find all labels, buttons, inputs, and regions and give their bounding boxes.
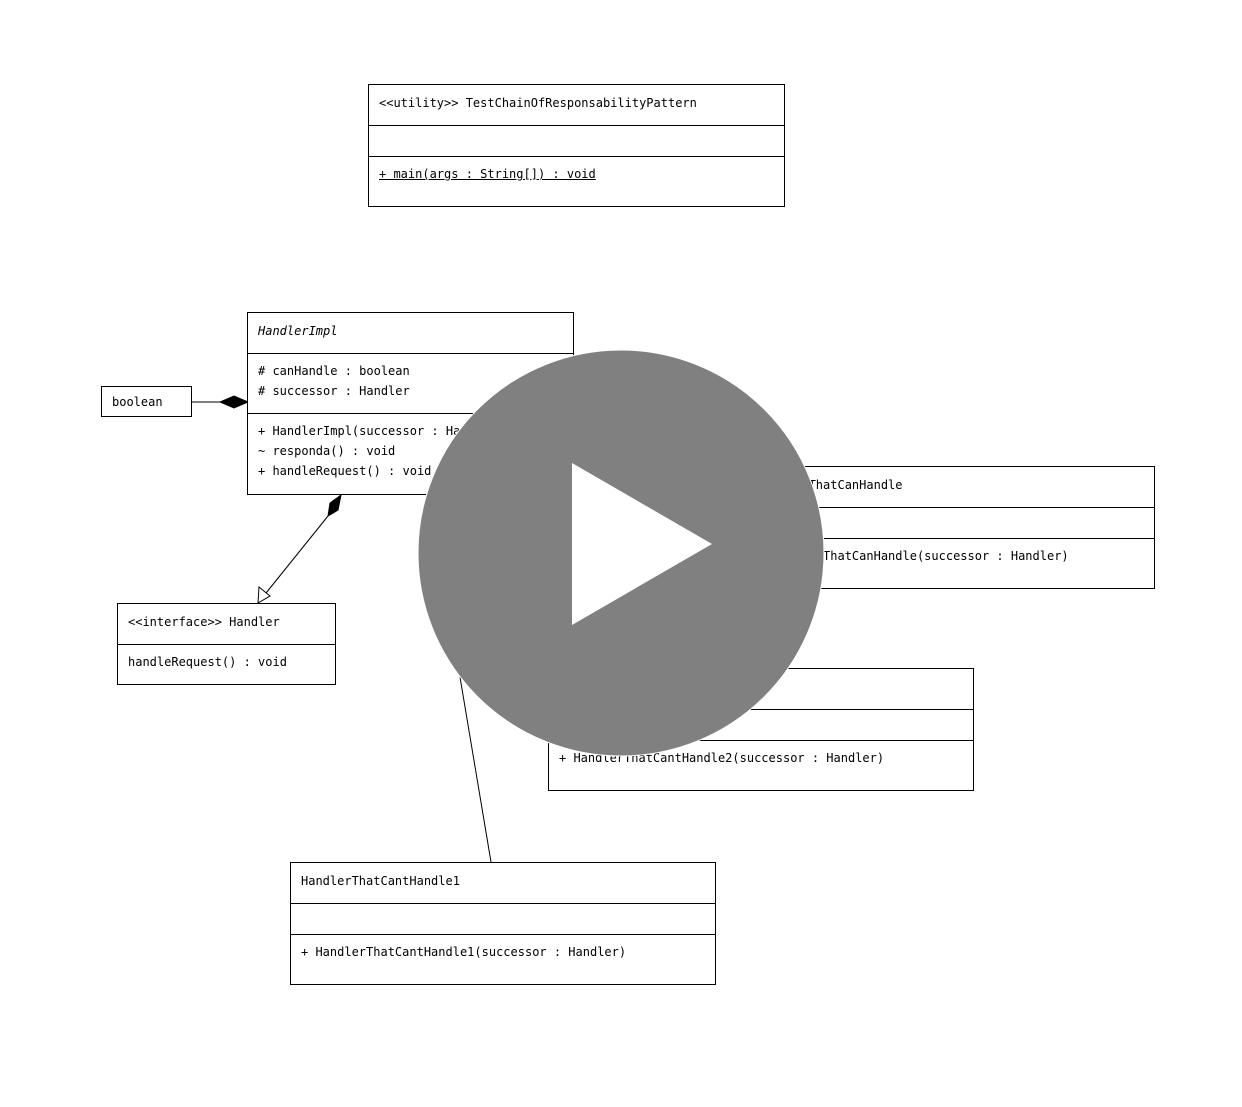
operation-constructor: + HandlerThatCanHandle(successor : Handl… xyxy=(758,549,1069,563)
operation-handlerequest: + handleRequest() : void xyxy=(258,464,432,478)
attributes-section xyxy=(549,710,973,741)
operation-constructor: + HandlerImpl(successor : Handler) xyxy=(258,424,504,438)
attributes-section xyxy=(369,126,784,157)
attribute-canhandle: # canHandle : boolean xyxy=(258,364,410,378)
operations-section: handleRequest() : void xyxy=(118,645,335,672)
attribute-successor: # successor : Handler xyxy=(258,384,410,398)
operations-section: + HandlerThatCanHandle(successor : Handl… xyxy=(748,539,1154,566)
operation-constructor: + HandlerThatCantHandle1(successor : Han… xyxy=(301,945,627,959)
operations-section: + main(args : String[]) : void xyxy=(369,157,784,184)
operations-section: + HandlerImpl(successor : Handler) ~ res… xyxy=(248,414,573,481)
operation-main: + main(args : String[]) : void xyxy=(379,167,596,181)
interface-handler: <<interface>> Handler handleRequest() : … xyxy=(117,603,336,685)
play-icon xyxy=(572,463,712,625)
attributes-section xyxy=(748,508,1154,539)
class-handler-that-cant-handle1: HandlerThatCantHandle1 + HandlerThatCant… xyxy=(290,862,716,985)
class-title: HandlerImpl xyxy=(258,324,338,338)
operations-section: + HandlerThatCantHandle1(successor : Han… xyxy=(291,935,715,962)
attributes-section: # canHandle : boolean # successor : Hand… xyxy=(248,354,573,414)
operation-handlerequest: handleRequest() : void xyxy=(128,655,287,669)
class-title: <<interface>> Handler xyxy=(128,615,280,629)
operation-responda: ~ responda() : void xyxy=(258,444,396,458)
class-boolean: boolean xyxy=(101,386,192,417)
attributes-section xyxy=(291,904,715,935)
class-title: boolean xyxy=(112,395,163,409)
class-test-chain: <<utility>> TestChainOfResponsabilityPat… xyxy=(368,84,785,207)
class-title: <<utility>> TestChainOfResponsabilityPat… xyxy=(379,96,697,110)
class-title: HandlerThatCantHandle1 xyxy=(301,874,460,888)
